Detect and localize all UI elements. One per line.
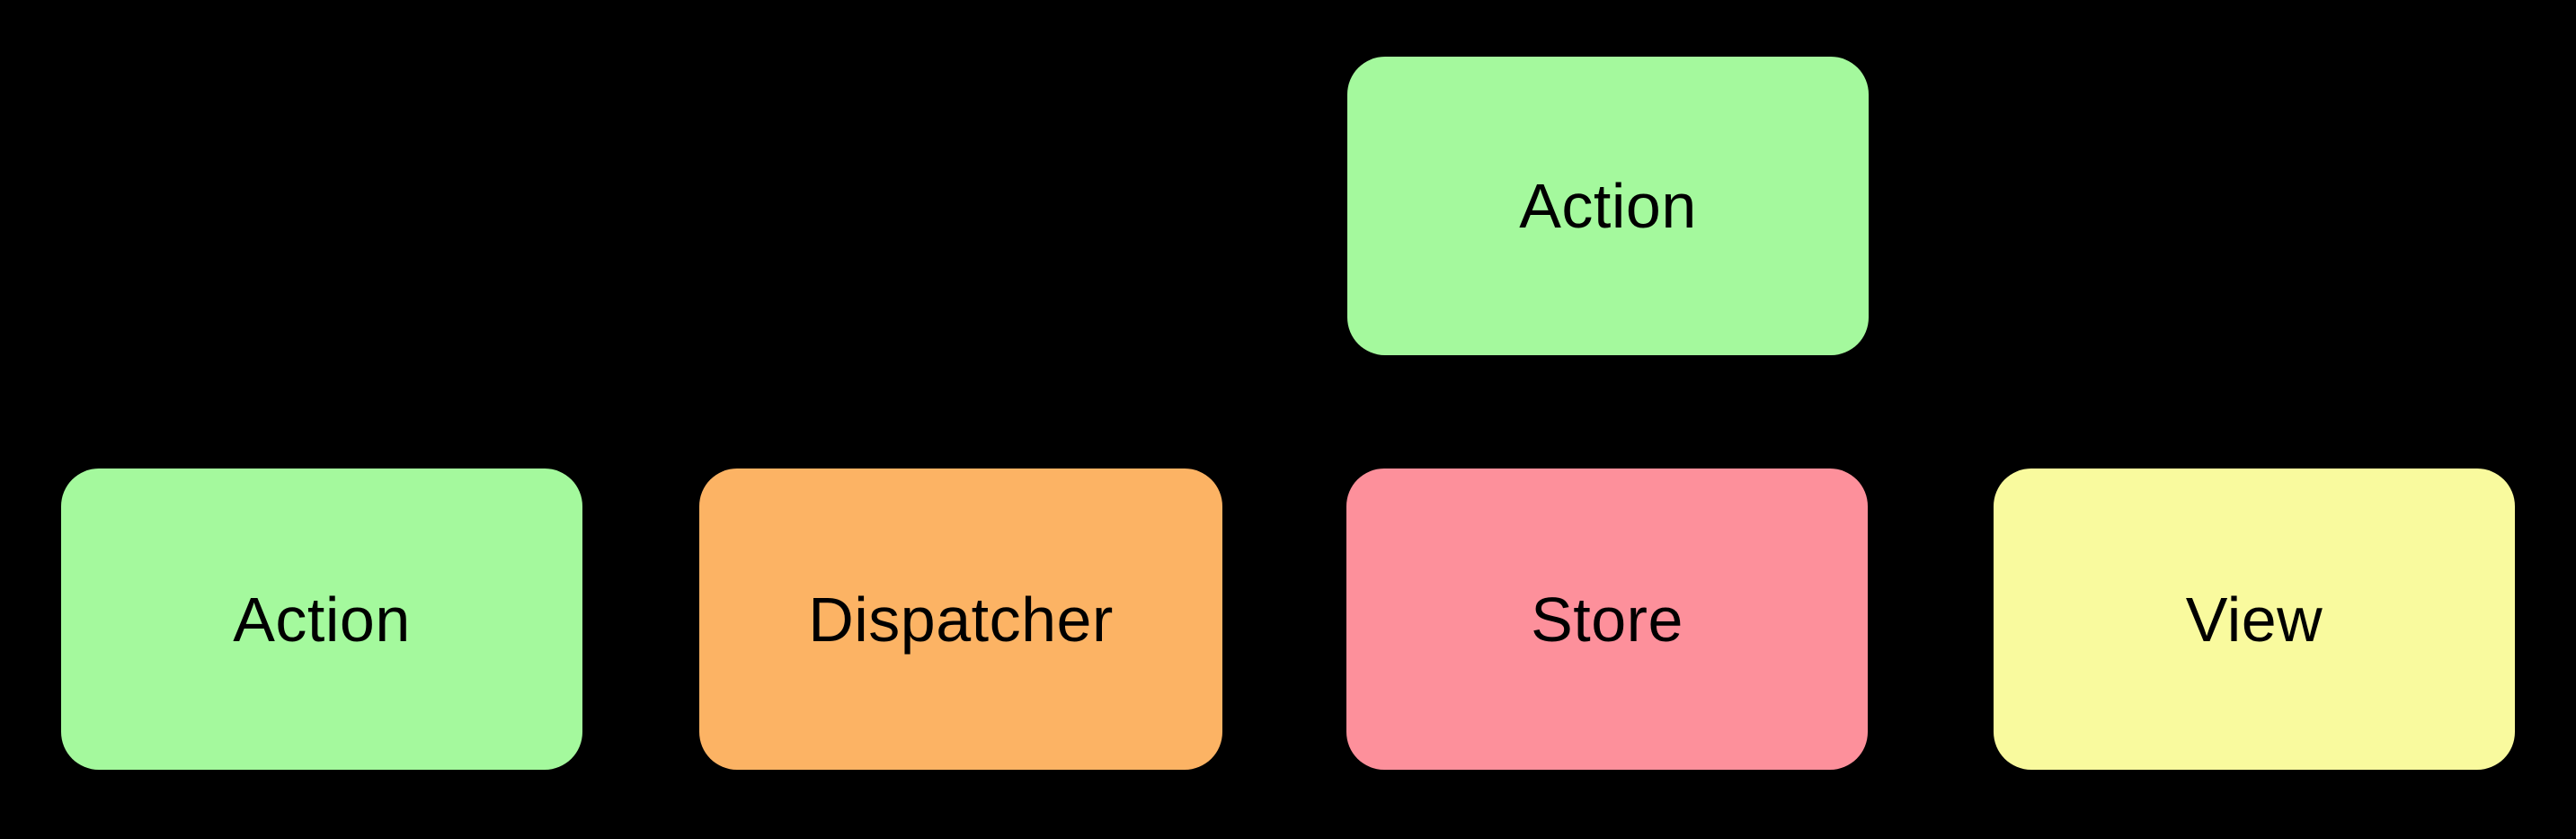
node-store: Store <box>1346 469 1868 770</box>
node-store-label: Store <box>1531 584 1683 655</box>
node-action-top: Action <box>1347 57 1869 355</box>
node-dispatcher: Dispatcher <box>699 469 1222 770</box>
node-action-top-label: Action <box>1519 171 1697 241</box>
node-view: View <box>1994 469 2515 770</box>
node-action: Action <box>61 469 582 770</box>
node-action-label: Action <box>233 584 411 655</box>
node-view-label: View <box>2185 584 2323 655</box>
node-dispatcher-label: Dispatcher <box>808 584 1114 655</box>
